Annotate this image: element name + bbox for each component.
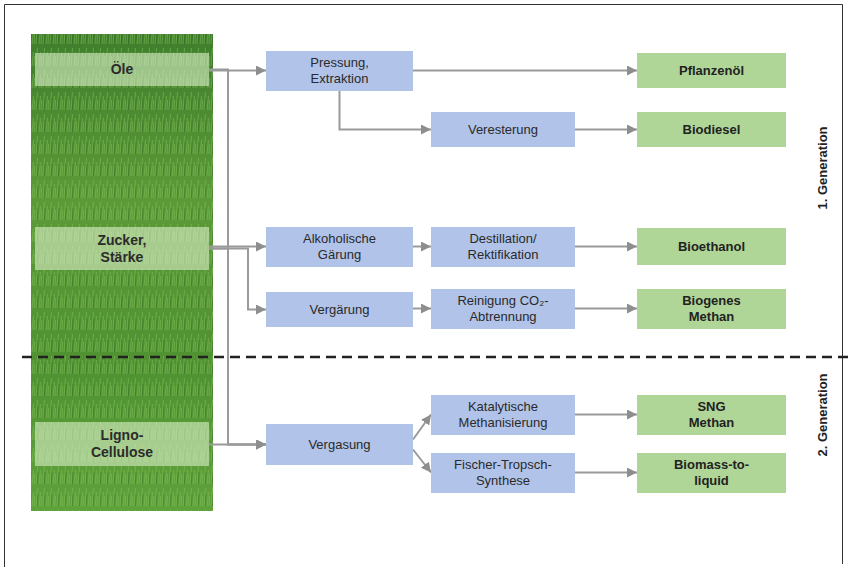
- product-box: Biogenes Methan: [637, 289, 786, 329]
- flow-arrow: [209, 246, 266, 248]
- box-label: Pressung, Extraktion: [292, 55, 387, 86]
- flow-arrow: [575, 308, 637, 310]
- box-label: Veresterung: [468, 122, 538, 138]
- box-label: Katalytische Methanisierung: [446, 399, 561, 430]
- box-label: Biogenes Methan: [672, 293, 752, 324]
- flow-arrow: [413, 246, 431, 248]
- flow-arrow: [413, 70, 637, 72]
- source-box: Ligno- Cellulose: [35, 422, 209, 466]
- product-box: Bioethanol: [637, 228, 786, 265]
- flow-arrow: [209, 444, 266, 446]
- box-label: Biomass-to- liquid: [664, 457, 759, 488]
- box-label: Pflanzenöl: [679, 63, 744, 79]
- generation-label: 1. Generation: [815, 126, 830, 209]
- process-box: Reinigung CO₂-Abtrennung: [431, 289, 575, 329]
- process-box: Veresterung: [431, 112, 575, 147]
- box-label: Ligno- Cellulose: [83, 427, 161, 461]
- process-box: Katalytische Methanisierung: [431, 395, 575, 435]
- process-box: Destillation/ Rektifikation: [431, 227, 575, 267]
- box-label: Fischer-Tropsch- Synthese: [447, 457, 559, 488]
- product-box: SNG Methan: [637, 395, 786, 435]
- grass-ground: [31, 34, 213, 511]
- flow-arrow: [209, 249, 266, 445]
- border-line: [5, 5, 843, 567]
- flow-arrow: [575, 246, 637, 248]
- source-box: Zucker, Stärke: [35, 227, 209, 270]
- box-label: Bioethanol: [678, 239, 745, 255]
- flow-arrow: [209, 249, 266, 310]
- flow-arrow: [413, 308, 431, 310]
- flow-arrow: [413, 450, 431, 473]
- process-box: Vergärung: [266, 292, 413, 327]
- process-box: Vergasung: [266, 424, 413, 465]
- flow-arrow: [413, 415, 431, 440]
- box-label: Alkoholische Gärung: [287, 231, 392, 262]
- grass-texture: [31, 34, 213, 511]
- box-label: SNG Methan: [682, 399, 742, 430]
- box-label: Destillation/ Rektifikation: [453, 231, 553, 262]
- process-box: Pressung, Extraktion: [266, 51, 413, 91]
- flow-arrow: [575, 414, 637, 416]
- source-box: Öle: [35, 53, 209, 86]
- product-box: Biodiesel: [637, 112, 786, 147]
- process-box: Fischer-Tropsch- Synthese: [431, 453, 575, 493]
- box-label: Vergärung: [310, 302, 370, 318]
- flow-arrow: [340, 91, 432, 130]
- generation-label: 2. Generation: [815, 373, 830, 456]
- product-box: Biomass-to- liquid: [637, 453, 786, 493]
- box-label: Öle: [111, 61, 134, 78]
- box-label: Vergasung: [308, 437, 370, 453]
- box-label: Biodiesel: [683, 122, 741, 138]
- flow-arrow: [209, 70, 266, 445]
- product-box: Pflanzenöl: [637, 53, 786, 88]
- generation-divider: [22, 356, 848, 359]
- box-label: Zucker, Stärke: [85, 232, 160, 266]
- process-box: Alkoholische Gärung: [266, 227, 413, 267]
- flow-arrow: [575, 129, 637, 131]
- flow-arrow: [575, 472, 637, 474]
- box-label: Reinigung CO₂-Abtrennung: [444, 293, 562, 324]
